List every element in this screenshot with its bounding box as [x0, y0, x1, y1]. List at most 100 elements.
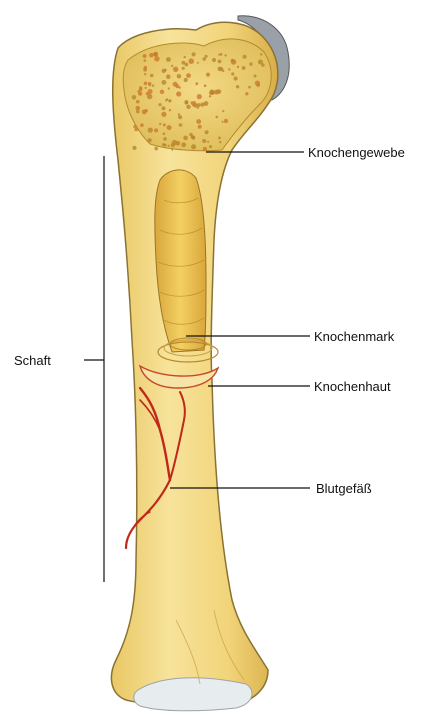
spongy-dot	[171, 149, 173, 151]
spongy-dot	[158, 103, 161, 106]
spongy-dot	[222, 121, 224, 123]
spongy-dot	[184, 100, 188, 104]
spongy-dot	[184, 78, 188, 82]
spongy-dot	[198, 125, 202, 129]
spongy-dot	[142, 109, 147, 114]
spongy-dot	[144, 59, 147, 62]
spongy-dot	[214, 90, 219, 95]
spongy-dot	[144, 82, 148, 86]
spongy-dot	[140, 123, 144, 127]
spongy-dot	[154, 147, 158, 151]
spongy-dot	[132, 95, 137, 100]
spongy-dot	[136, 100, 140, 104]
spongy-dot	[224, 119, 228, 123]
label-schaft: Schaft	[14, 353, 51, 368]
spongy-dot	[136, 106, 141, 111]
spongy-dot	[188, 58, 194, 64]
spongy-dot	[163, 124, 166, 127]
spongy-dot	[218, 60, 222, 64]
spongy-dot	[153, 52, 158, 57]
spongy-dot	[231, 59, 236, 64]
spongy-dot	[255, 81, 260, 86]
spongy-dot	[150, 74, 154, 78]
spongy-dot	[191, 144, 196, 149]
spongy-dot	[204, 101, 209, 106]
spongy-dot	[148, 82, 152, 86]
spongy-dot	[134, 128, 138, 132]
spongy-dot	[172, 140, 177, 145]
spongy-dot	[258, 60, 263, 65]
spongy-dot	[149, 53, 154, 58]
spongy-dot	[167, 125, 172, 130]
spongy-dot	[154, 56, 159, 61]
spongy-dot	[168, 99, 171, 102]
spongy-dot	[163, 137, 167, 141]
spongy-dot	[218, 67, 222, 71]
spongy-dot	[197, 62, 199, 64]
spongy-dot	[209, 145, 212, 148]
spongy-dot	[209, 90, 214, 95]
spongy-dot	[165, 99, 167, 101]
spongy-dot	[177, 74, 182, 79]
spongy-dot	[183, 136, 188, 141]
spongy-dot	[144, 66, 147, 69]
spongy-dot	[203, 147, 207, 151]
spongy-dot	[192, 52, 196, 56]
spongy-dot	[196, 119, 201, 124]
spongy-dot	[154, 128, 158, 132]
spongy-dot	[182, 61, 186, 65]
label-knochengewebe: Knochengewebe	[308, 145, 405, 160]
spongy-dot	[186, 105, 190, 109]
spongy-dot	[166, 57, 171, 62]
spongy-dot	[206, 73, 210, 77]
spongy-dot	[224, 54, 226, 56]
spongy-dot	[245, 92, 248, 95]
spongy-dot	[132, 146, 136, 150]
spongy-dot	[236, 85, 239, 88]
spongy-dot	[176, 91, 181, 96]
spongy-dot	[242, 66, 246, 70]
spongy-dot	[228, 68, 230, 70]
spongy-dot	[184, 56, 186, 58]
spongy-dot	[197, 94, 202, 99]
spongy-dot	[163, 132, 166, 135]
spongy-dot	[207, 141, 209, 143]
spongy-dot	[260, 53, 262, 55]
spongy-dot	[168, 87, 170, 89]
spongy-dot	[237, 66, 239, 68]
label-knochenmark: Knochenmark	[314, 329, 395, 344]
spongy-dot	[171, 65, 173, 67]
spongy-dot	[204, 84, 207, 87]
spongy-dot	[249, 62, 252, 65]
spongy-dot	[162, 143, 165, 146]
spongy-dot	[193, 103, 197, 107]
spongy-dot	[169, 109, 171, 111]
spongy-dot	[137, 90, 140, 93]
spongy-dot	[181, 142, 186, 147]
spongy-dot	[161, 112, 166, 117]
spongy-dot	[186, 73, 191, 78]
spongy-dot	[234, 76, 238, 80]
spongy-dot	[231, 72, 234, 75]
spongy-dot	[173, 67, 178, 72]
spongy-dot	[212, 58, 216, 62]
spongy-dot	[202, 57, 206, 61]
spongy-dot	[220, 53, 223, 56]
spongy-dot	[147, 138, 151, 142]
spongy-dot	[182, 67, 185, 70]
spongy-dot	[145, 87, 147, 89]
spongy-dot	[178, 115, 182, 119]
spongy-dot	[144, 73, 146, 75]
spongy-dot	[168, 145, 170, 147]
spongy-dot	[193, 136, 195, 138]
label-blutgefaess: Blutgefäß	[316, 481, 372, 496]
spongy-dot	[179, 123, 183, 127]
spongy-dot	[218, 137, 221, 140]
spongy-dot	[152, 84, 154, 86]
spongy-dot	[216, 116, 219, 119]
spongy-dot	[146, 92, 149, 95]
spongy-dot	[173, 82, 178, 87]
spongy-dot	[148, 128, 153, 133]
spongy-dot	[222, 110, 224, 112]
